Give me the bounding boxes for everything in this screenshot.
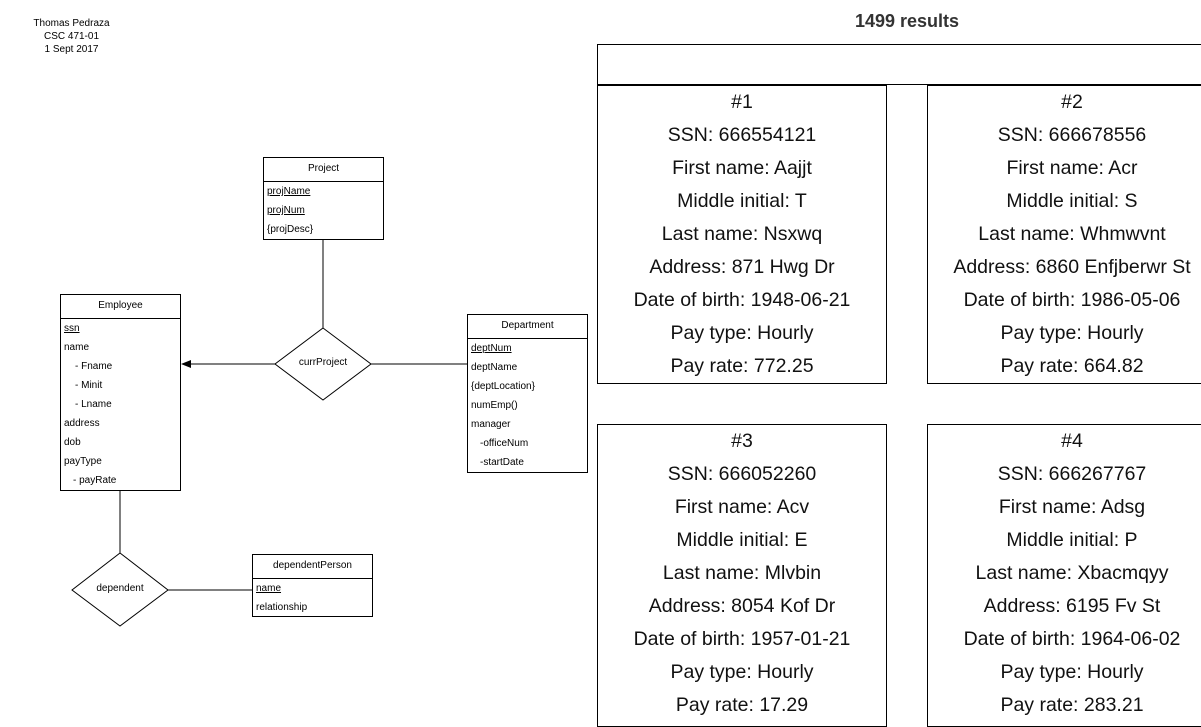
card-last-name: Last name: Nsxwq — [661, 223, 823, 245]
dependent-label: dependent — [96, 583, 144, 594]
card-ssn: SSN: 666678556 — [997, 124, 1147, 146]
card-address: Address: 871 Hwg Dr — [649, 256, 835, 278]
author-name: Thomas Pedraza — [33, 18, 110, 29]
entity-attr: - Fname — [75, 361, 113, 372]
card-last-name: Last name: Whmwvnt — [978, 223, 1166, 245]
entity-attr: address — [64, 418, 100, 429]
author-header: Thomas Pedraza CSC 471-01 1 Sept 2017 — [14, 17, 129, 56]
card-pay-type: Pay type: Hourly — [670, 661, 814, 683]
card-ssn: SSN: 666554121 — [667, 124, 817, 146]
card-last-name: Last name: Xbacmqyy — [975, 562, 1169, 584]
entity-attr: manager — [471, 419, 511, 430]
curr-project-label: currProject — [298, 357, 348, 368]
entity-attr: deptNum — [471, 343, 512, 354]
entity-attr: - Minit — [75, 380, 103, 391]
card-index: #3 — [731, 430, 753, 452]
card-pay-type: Pay type: Hourly — [1000, 322, 1144, 344]
entity-attr: {projDesc} — [267, 224, 314, 235]
employee-entity: Employee ssn name - Fname - Minit - Lnam… — [60, 294, 181, 491]
entity-attr: {deptLocation} — [471, 381, 535, 392]
entity-attr: payType — [64, 456, 102, 467]
card-address: Address: 6195 Fv St — [983, 595, 1161, 617]
card-middle-initial: Middle initial: S — [1006, 190, 1138, 212]
project-entity: Project projName projNum {projDesc} — [263, 157, 384, 240]
entity-attr: deptName — [471, 362, 518, 373]
course-code: CSC 471-01 — [43, 31, 100, 42]
entity-attr: - payRate — [73, 475, 117, 486]
er-diagram-lines — [71, 240, 467, 627]
card-dob: Date of birth: 1957-01-21 — [633, 628, 851, 650]
card-pay-type: Pay type: Hourly — [1000, 661, 1144, 683]
results-toolbar — [597, 44, 1201, 85]
card-pay-rate: Pay rate: 772.25 — [670, 355, 814, 377]
entity-title: Employee — [61, 295, 180, 319]
card-first-name: First name: Acv — [674, 496, 810, 518]
entity-title: dependentPerson — [253, 555, 372, 579]
card-middle-initial: Middle initial: T — [677, 190, 807, 212]
card-dob: Date of birth: 1948-06-21 — [633, 289, 851, 311]
entity-attr: dob — [64, 437, 81, 448]
results-count-title: 1499 results — [854, 11, 960, 31]
card-first-name: First name: Acr — [1006, 157, 1138, 179]
result-card[interactable]: #3 SSN: 666052260 First name: Acv Middle… — [597, 424, 887, 727]
card-dob: Date of birth: 1986-05-06 — [963, 289, 1181, 311]
card-index: #2 — [1061, 91, 1083, 113]
card-index: #4 — [1061, 430, 1083, 452]
card-address: Address: 6860 Enfjberwr St — [953, 256, 1191, 278]
result-card[interactable]: #1 SSN: 666554121 First name: Aajjt Midd… — [597, 85, 887, 384]
header-date: 1 Sept 2017 — [44, 44, 99, 55]
card-address: Address: 8054 Kof Dr — [648, 595, 836, 617]
entity-attr: name — [256, 583, 282, 594]
entity-attr: -startDate — [480, 457, 524, 468]
entity-attr: name — [64, 342, 90, 353]
card-middle-initial: Middle initial: E — [676, 529, 808, 551]
entity-attr: projName — [267, 186, 311, 197]
card-dob: Date of birth: 1964-06-02 — [963, 628, 1181, 650]
entity-title: Project — [264, 158, 383, 182]
result-card[interactable]: #4 SSN: 666267767 First name: Adsg Middl… — [927, 424, 1201, 727]
card-ssn: SSN: 666052260 — [667, 463, 817, 485]
card-pay-rate: Pay rate: 664.82 — [1000, 355, 1144, 377]
card-last-name: Last name: Mlvbin — [662, 562, 822, 584]
entity-attr: ssn — [64, 323, 80, 334]
card-pay-rate: Pay rate: 283.21 — [1000, 694, 1144, 716]
card-first-name: First name: Aajjt — [672, 157, 812, 179]
card-index: #1 — [731, 91, 753, 113]
department-entity: Department deptNum deptName {deptLocatio… — [467, 314, 588, 473]
entity-attr: numEmp() — [471, 400, 518, 411]
entity-attr: -officeNum — [480, 438, 529, 449]
entity-attr: - Lname — [75, 399, 112, 410]
curr-project-diamond — [274, 327, 372, 401]
dependent-diamond — [71, 552, 169, 627]
card-first-name: First name: Adsg — [998, 496, 1146, 518]
card-ssn: SSN: 666267767 — [997, 463, 1147, 485]
entity-attr: projNum — [267, 205, 305, 216]
card-pay-type: Pay type: Hourly — [670, 322, 814, 344]
entity-title: Department — [468, 315, 587, 339]
result-card[interactable]: #2 SSN: 666678556 First name: Acr Middle… — [927, 85, 1201, 384]
dependent-person-entity: dependentPerson name relationship — [252, 554, 373, 617]
card-middle-initial: Middle initial: P — [1006, 529, 1138, 551]
card-pay-rate: Pay rate: 17.29 — [675, 694, 809, 716]
entity-attr: relationship — [256, 602, 308, 613]
